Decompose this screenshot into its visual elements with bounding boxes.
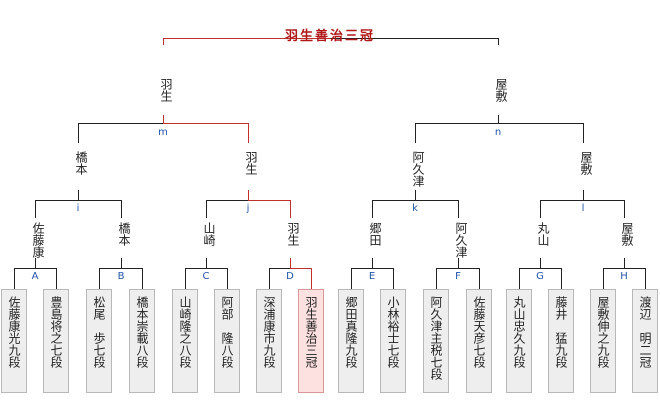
match-label-f: F <box>455 271 461 282</box>
match-label-k: k <box>412 203 418 214</box>
player-name: 阿部 隆八段 <box>220 296 234 368</box>
match-label-d: D <box>286 271 294 282</box>
player-name: 深浦康市九段 <box>262 296 276 368</box>
quarterfinal-name: 佐藤康 <box>31 222 45 258</box>
player-name: 郷田真隆九段 <box>344 296 358 368</box>
match-label-c: C <box>202 271 210 282</box>
quarterfinal-name: 羽生 <box>286 222 300 246</box>
player-name: 小林裕士七段 <box>386 296 400 368</box>
quarterfinal-name: 郷田 <box>368 222 382 246</box>
semifinal-name: 羽生 <box>244 151 258 175</box>
player-box: 佐藤天彦七段 <box>466 289 492 393</box>
match-label-m: m <box>158 127 168 138</box>
player-name: 橋本崇載八段 <box>135 296 149 368</box>
player-box: 渡辺 明二冠 <box>632 289 658 393</box>
player-box: 小林裕士七段 <box>380 289 406 393</box>
player-box: 阿部 隆八段 <box>214 289 240 393</box>
match-label-e: E <box>368 271 376 282</box>
player-box: 佐藤康光九段 <box>1 289 27 393</box>
player-box: 山崎隆之八段 <box>172 289 198 393</box>
player-name: 丸山忠久九段 <box>512 296 526 368</box>
match-label-g: G <box>536 271 544 282</box>
player-box: 松尾 歩七段 <box>86 289 112 393</box>
semifinal-name: 橋本 <box>74 151 88 175</box>
semifinal-name: 阿久津 <box>411 151 425 187</box>
match-label-h: H <box>620 271 628 282</box>
player-box: 深浦康市九段 <box>256 289 282 393</box>
champion-player-box: 羽生善治三冠 <box>298 289 324 393</box>
player-box: 郷田真隆九段 <box>338 289 364 393</box>
player-name: 松尾 歩七段 <box>92 296 106 368</box>
player-name: 佐藤康光九段 <box>7 296 21 368</box>
match-label-b: B <box>117 271 125 282</box>
match-label-i: i <box>76 203 80 214</box>
match-label-j: j <box>246 203 250 214</box>
final-right-name: 屋敷 <box>494 78 508 102</box>
player-box: 阿久津主税七段 <box>423 289 449 393</box>
player-name: 阿久津主税七段 <box>429 296 443 380</box>
player-name: 羽生善治三冠 <box>304 296 318 368</box>
player-name: 屋敷伸之九段 <box>596 296 610 368</box>
final-left-name: 羽生 <box>159 78 173 102</box>
champion-name: 羽生善治三冠 <box>284 29 375 44</box>
player-name: 山崎隆之八段 <box>178 296 192 368</box>
match-label-a: A <box>31 271 39 282</box>
player-box: 豊島将之七段 <box>43 289 69 393</box>
semifinal-name: 屋敷 <box>579 151 593 175</box>
player-name: 渡辺 明二冠 <box>638 296 652 368</box>
player-box: 丸山忠久九段 <box>506 289 532 393</box>
quarterfinal-name: 阿久津 <box>454 222 468 258</box>
player-box: 藤井 猛九段 <box>548 289 574 393</box>
match-label-n: n <box>494 127 502 138</box>
player-name: 藤井 猛九段 <box>554 296 568 368</box>
quarterfinal-name: 丸山 <box>536 222 550 246</box>
player-name: 豊島将之七段 <box>49 296 63 368</box>
quarterfinal-name: 山崎 <box>202 222 216 246</box>
player-box: 屋敷伸之九段 <box>590 289 616 393</box>
player-name: 佐藤天彦七段 <box>472 296 486 368</box>
player-box: 橋本崇載八段 <box>129 289 155 393</box>
quarterfinal-name: 屋敷 <box>620 222 634 246</box>
quarterfinal-name: 橋本 <box>117 222 131 246</box>
match-label-l: l <box>581 203 585 214</box>
